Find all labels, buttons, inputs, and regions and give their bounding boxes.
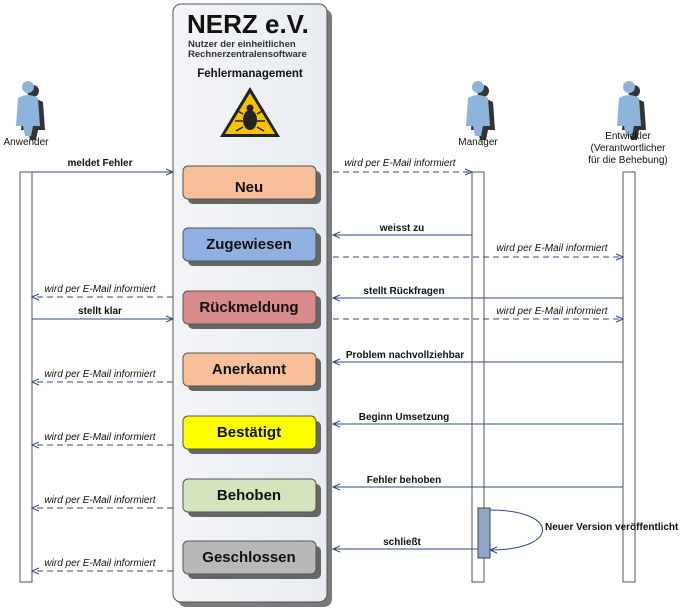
msg-neu-informiert: wird per E-Mail informiert [344,158,456,169]
actor-entwickler-icon [617,81,646,140]
bug-warning-icon [220,87,280,137]
state-rueckmeldung: Rückmeldung [182,290,321,329]
nerz-logo: NERZ e.V. [187,9,309,39]
msg-zugewiesen-informiert: wird per E-Mail informiert [496,243,608,254]
logo-text: NERZ e.V. [187,9,309,39]
state-label: Zugewiesen [206,236,292,253]
msg-meldet-fehler: meldet Fehler [67,158,132,169]
actor-anwender-label: Anwender [3,137,49,148]
lifeline-anwender [19,171,33,583]
msg-anerkannt-informiert: wird per E-Mail informiert [44,369,156,380]
logo-subtitle-2: Rechnerzentralensoftware [188,49,307,60]
state-anerkannt: Anerkannt [182,352,321,391]
state-behoben: Behoben [182,478,321,517]
manager-activation [477,507,491,559]
msg-behoben-informiert: wird per E-Mail informiert [44,495,156,506]
state-box [182,478,317,513]
msg-stellt-klar: stellt klar [78,306,122,317]
msg-weisst-zu: weisst zu [379,223,424,234]
lifeline-entwickler [622,171,636,583]
actor-anwender-icon [16,81,45,140]
state-box [182,227,317,262]
msg-geschlossen-informiert: wird per E-Mail informiert [44,558,156,569]
state-neu: Neu [182,165,321,204]
state-label: Bestätigt [217,424,281,441]
lifeline-manager [471,171,485,583]
state-box [182,540,317,575]
state-box [182,415,317,450]
state-label: Anerkannt [212,361,286,378]
state-bestaetigt: Bestätigt [182,415,321,454]
logo-subtitle-1: Nutzer der einheitlichen [188,39,296,50]
state-zugewiesen: Zugewiesen [182,227,321,266]
actor-entwickler-label-1: Entwickler [605,131,651,142]
msg-beginn-umsetzung: Beginn Umsetzung [359,412,450,423]
state-box [182,352,317,387]
msg-neue-version: Neuer Version veröffentlicht [545,522,679,533]
msg-bestaetigt-informiert: wird per E-Mail informiert [44,432,156,443]
state-geschlossen: Geschlossen [182,540,321,579]
actor-entwickler-label-2: (Verantwortlicher [590,143,666,154]
msg-rueckmeldung-entwickler: wird per E-Mail informiert [496,306,608,317]
actor-manager-label: Manager [458,137,498,148]
page-title: Fehlermanagement [197,68,303,80]
msg-fehler-behoben: Fehler behoben [367,475,441,486]
state-label: Behoben [217,487,281,504]
actor-entwickler-label-3: für die Behebung) [588,155,668,166]
state-box [182,165,317,200]
msg-problem-nachvollziehbar: Problem nachvollziehbar [346,350,464,361]
state-box [182,290,317,325]
state-label: Rückmeldung [199,299,298,316]
actor-manager-icon [466,81,495,140]
msg-rueckmeldung-anwender: wird per E-Mail informiert [44,284,156,295]
state-label: Geschlossen [202,549,295,566]
state-label: Neu [235,179,263,196]
msg-schliesst: schließt [383,537,421,548]
arrow-neue-version-self [490,509,543,550]
msg-stellt-rueckfragen: stellt Rückfragen [363,286,444,297]
